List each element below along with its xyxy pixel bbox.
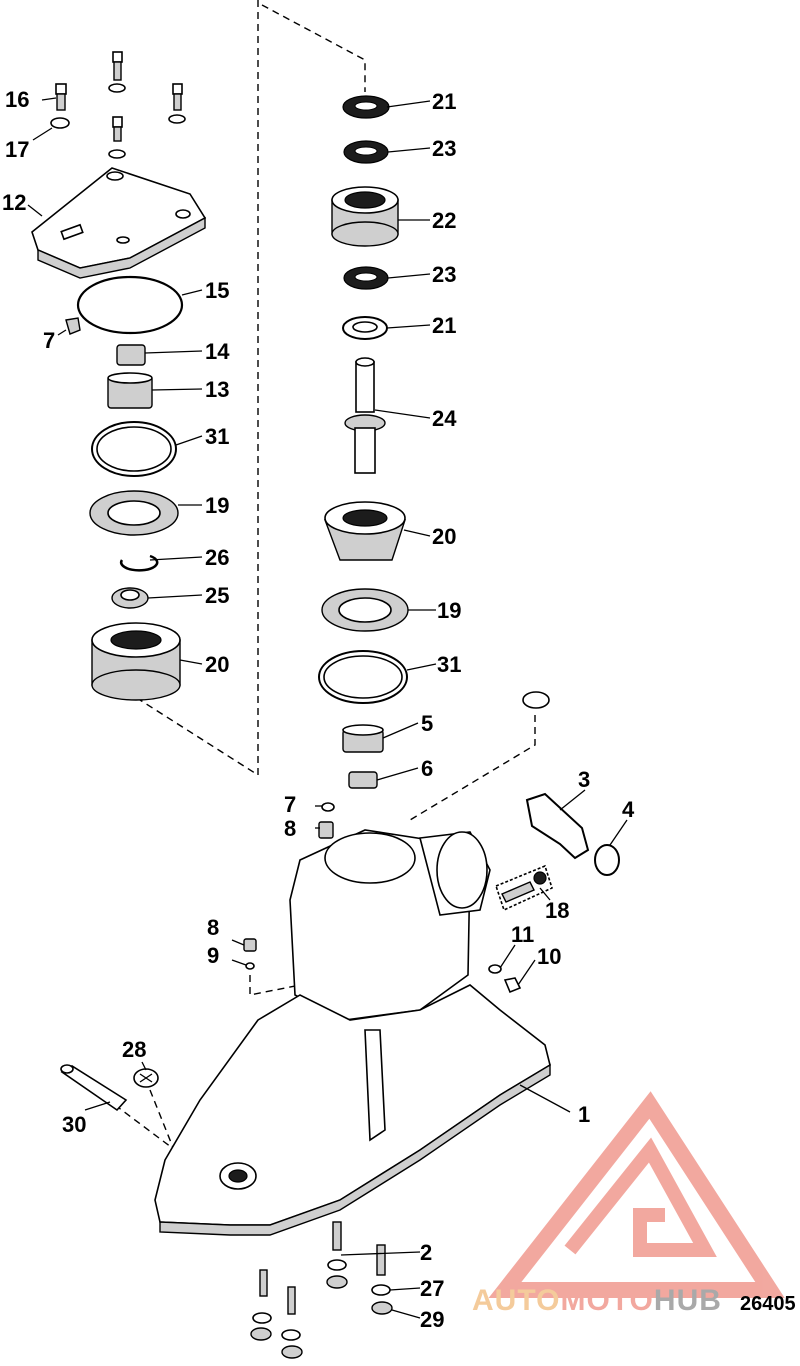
cap-7-left	[65, 317, 81, 335]
o-ring-4	[594, 844, 620, 876]
bearing-22	[331, 186, 399, 247]
pin-30	[60, 1064, 128, 1112]
label-19a: 19	[205, 493, 229, 518]
retaining-ring-26	[119, 554, 159, 572]
label-7b: 7	[284, 792, 296, 817]
label-15: 15	[205, 278, 229, 303]
label-7a: 7	[43, 328, 55, 353]
label-21a: 21	[432, 89, 456, 114]
studs-and-nuts	[250, 1221, 393, 1359]
label-8a: 8	[284, 816, 296, 841]
thrust-bearing-19-right	[321, 588, 409, 632]
label-31a: 31	[205, 424, 229, 449]
label-28: 28	[122, 1037, 146, 1062]
spring-plunger-18	[495, 864, 553, 912]
bearing-cup-25	[111, 587, 149, 609]
gear-20-left	[91, 622, 181, 701]
bushing-14	[116, 344, 146, 366]
label-14: 14	[205, 339, 230, 364]
shaft-24	[344, 357, 386, 474]
label-12: 12	[2, 190, 26, 215]
screw-set-16	[50, 51, 186, 159]
leader-lines	[27, 97, 628, 1319]
o-ring-15	[76, 275, 184, 335]
cover-plate-part	[31, 167, 207, 279]
label-13: 13	[205, 377, 229, 402]
label-27: 27	[420, 1276, 444, 1301]
label-30: 30	[62, 1112, 86, 1137]
shim-31-left	[91, 421, 177, 477]
label-31b: 31	[437, 652, 461, 677]
small-fittings	[243, 802, 522, 994]
label-5: 5	[421, 711, 433, 736]
label-6: 6	[421, 756, 433, 781]
watermark-triangle-outer	[488, 1091, 785, 1298]
plug-28	[133, 1068, 159, 1088]
label-3: 3	[578, 767, 590, 792]
shim-31-right	[318, 650, 408, 704]
label-8b: 8	[207, 915, 219, 940]
label-2: 2	[420, 1240, 432, 1265]
label-1: 1	[578, 1102, 590, 1127]
label-19b: 19	[437, 598, 461, 623]
bushing-5	[342, 724, 384, 753]
label-9: 9	[207, 943, 219, 968]
watermark-triangle-inner	[564, 1137, 717, 1257]
washer-21-top	[342, 95, 390, 119]
label-18: 18	[545, 898, 569, 923]
label-20a: 20	[205, 652, 229, 677]
thrust-bearing-19-left	[89, 490, 179, 536]
label-11: 11	[511, 922, 534, 947]
assembly-dashed-lines	[114, 0, 536, 1161]
label-4: 4	[622, 797, 635, 822]
label-22: 22	[432, 208, 456, 233]
label-23b: 23	[432, 262, 456, 287]
figure-number: 26405	[740, 1293, 796, 1315]
bushing-6	[348, 771, 378, 789]
washer-21-bottom	[342, 316, 388, 340]
label-17: 17	[5, 137, 29, 162]
seal-23-bottom	[343, 266, 389, 290]
gear-housing-part	[154, 829, 551, 1236]
label-29: 29	[420, 1307, 444, 1332]
label-25: 25	[205, 583, 229, 608]
callout-labels: 1 2 3 4 5 6 7 7 8 8 9 10 11 12 13 14 15 …	[2, 87, 635, 1332]
label-16: 16	[5, 87, 29, 112]
label-23a: 23	[432, 136, 456, 161]
label-21b: 21	[432, 313, 456, 338]
watermark-text-auto: AUTOMOTOHUB	[472, 1284, 722, 1317]
label-20b: 20	[432, 524, 456, 549]
watermark-logo: AUTOMOTOHUB	[472, 1091, 785, 1317]
label-26: 26	[205, 545, 229, 570]
bushing-13	[107, 372, 153, 409]
gear-20-right	[323, 501, 406, 561]
seal-23-top	[343, 140, 389, 164]
label-24: 24	[432, 406, 457, 431]
label-10: 10	[537, 944, 561, 969]
plug-top-right	[522, 691, 550, 709]
gasket-3	[525, 792, 590, 860]
